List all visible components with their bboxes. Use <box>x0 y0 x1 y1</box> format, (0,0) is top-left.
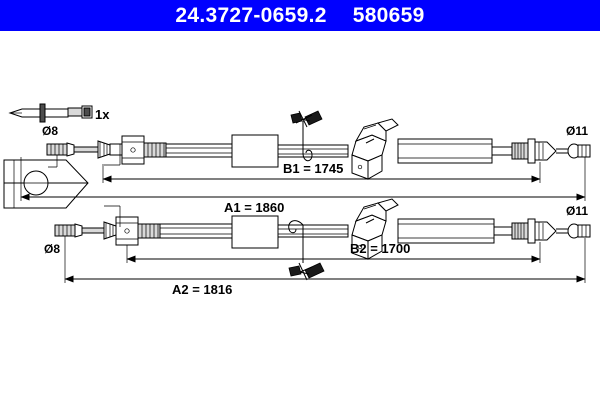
lower-equalizer-block <box>231 215 279 249</box>
upper-bracket-leader <box>104 144 121 166</box>
upper-connector-run <box>491 146 513 156</box>
lower-right-ball-end <box>567 223 591 239</box>
header-bar: 24.3727-0659.2 580659 <box>0 0 600 31</box>
lower-inner-dimension-label: B2 = 1700 <box>350 241 410 256</box>
upper-right-ball-end <box>567 143 591 159</box>
upper-cable-run-2 <box>277 144 349 158</box>
left-mounting-bracket <box>3 159 89 209</box>
upper-outer-dimension-label: A1 = 1860 <box>224 200 284 215</box>
upper-dimension-a1 <box>20 157 586 201</box>
upper-cable-assembly <box>46 110 591 180</box>
quantity-label: 1x <box>95 107 110 122</box>
lower-dimension-a2 <box>64 238 586 283</box>
lower-cable-run-1 <box>277 224 349 238</box>
lower-left-diameter-label: Ø8 <box>44 242 60 256</box>
lower-left-threaded-adjuster <box>137 223 161 239</box>
lower-outer-dimension-label: A2 = 1816 <box>172 282 232 297</box>
technical-drawing: 1x <box>0 31 600 400</box>
upper-left-diameter-label: Ø8 <box>42 124 58 138</box>
single-pin-part <box>8 103 93 123</box>
upper-right-cone <box>534 141 557 161</box>
lower-sheath-right <box>397 218 495 244</box>
upper-equalizer-block <box>231 134 279 168</box>
lower-left-joint <box>103 221 117 240</box>
lower-left-housing <box>115 216 139 246</box>
upper-sheath-left <box>165 143 241 158</box>
upper-left-housing <box>121 135 145 165</box>
lower-bracket-leader <box>104 205 121 227</box>
lower-connector-run <box>493 226 513 236</box>
upper-dimension-b1 <box>102 162 541 183</box>
lower-dimension-b2 <box>126 242 541 263</box>
upper-bracket-mount <box>351 118 399 180</box>
upper-right-ferrule <box>511 138 536 164</box>
upper-left-threaded-adjuster <box>143 142 167 158</box>
lower-spring-clip-icon <box>288 220 325 281</box>
reference-number-text: 580659 <box>352 4 425 27</box>
lower-bracket-mount <box>351 198 399 260</box>
lower-right-diameter-label: Ø11 <box>566 204 588 218</box>
upper-spring-clip-icon <box>290 110 323 162</box>
part-number-text: 24.3727-0659.2 <box>175 4 327 27</box>
lower-right-ferrule <box>511 218 536 244</box>
lower-cable-assembly <box>54 198 591 281</box>
upper-diameter-leader <box>48 155 58 168</box>
upper-left-joint <box>97 140 123 159</box>
upper-sheath-right <box>397 138 493 164</box>
upper-left-nipple <box>46 142 99 157</box>
lower-left-nipple <box>54 223 105 238</box>
upper-right-diameter-label: Ø11 <box>566 124 588 138</box>
lower-sheath-left <box>159 223 243 239</box>
lower-right-cone <box>534 221 557 241</box>
upper-inner-dimension-label: B1 = 1745 <box>283 161 343 176</box>
